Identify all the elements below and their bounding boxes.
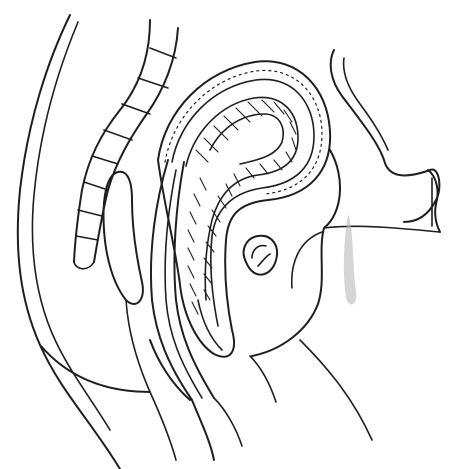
buttock-lower-line	[40, 345, 150, 392]
bladder-outline	[252, 150, 340, 356]
uterus	[158, 61, 330, 356]
vertebra-divider-1	[150, 48, 176, 58]
back-inner-contour-line	[32, 22, 110, 430]
ovary-detail	[252, 246, 270, 266]
abdominal-wall-outer	[331, 50, 440, 222]
smudge-mark	[344, 214, 356, 305]
vertebra-divider-5	[92, 156, 118, 164]
anal-canal-line	[126, 300, 176, 460]
bladder-lower-line	[292, 232, 322, 288]
vertebra-divider-4	[104, 130, 132, 140]
ovary	[244, 236, 277, 275]
vertebra-divider-6	[84, 182, 108, 190]
sacrum-vertebrae	[74, 20, 178, 269]
rectum-outline	[104, 172, 143, 304]
ovary-outline	[244, 236, 277, 275]
labia-outline	[192, 400, 214, 460]
sacrum-back-edge	[94, 28, 178, 262]
perineal-body-line	[150, 340, 190, 400]
scan-smudge	[344, 214, 356, 305]
vertebra-divider-3	[122, 104, 150, 114]
uterus-outer-wall	[158, 61, 330, 356]
perineum	[40, 300, 372, 460]
coccyx-tip	[74, 262, 94, 269]
abdominal-wall-inner	[344, 58, 388, 150]
rectum	[104, 172, 143, 304]
thigh-line	[300, 340, 372, 440]
vertebra-divider-7	[78, 210, 102, 216]
labia-inner	[214, 398, 242, 446]
pubic-ramus-line	[324, 226, 440, 232]
abdominal-wall	[324, 50, 440, 232]
uterine-cavity-line	[210, 114, 283, 164]
urethral-opening-line	[250, 356, 276, 402]
sacrum-front-edge	[74, 20, 150, 262]
bladder-region	[252, 150, 340, 356]
vertebra-divider-8	[76, 236, 98, 240]
